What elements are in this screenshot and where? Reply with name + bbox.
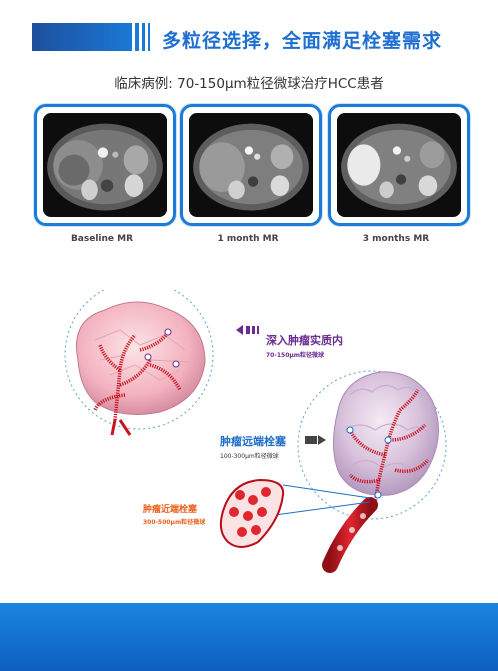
distal-embolization-size: 100-300μm粒径微球: [220, 453, 279, 460]
tumor-illustration: [64, 280, 447, 573]
header-accent-bar: [32, 23, 132, 51]
header-stripe: [135, 23, 139, 51]
caption-baseline: Baseline MR: [70, 234, 134, 244]
mr-scan-3-months: [328, 104, 470, 226]
footer-bar: [0, 603, 498, 671]
distal-embolization-label: 肿瘤远端栓塞: [220, 435, 286, 448]
proximal-embolization-size: 300-500μm粒径微球: [143, 519, 206, 526]
mr-scan-baseline: [34, 104, 176, 226]
mr-scan-1-month: [180, 104, 322, 226]
header-stripe: [148, 23, 150, 51]
caption-3-months: 3 months MR: [362, 234, 430, 244]
case-subtitle: 临床病例: 70-150μm粒径微球治疗HCC患者: [114, 76, 384, 92]
header-stripe: [142, 23, 145, 51]
deep-tumor-label: 深入肿瘤实质内: [266, 334, 343, 347]
mr-image-baseline: [43, 113, 167, 217]
mr-image-3-months: [337, 113, 461, 217]
mr-image-1-month: [189, 113, 313, 217]
embolization-diagram: 深入肿瘤实质内 70-150μm粒径微球 肿瘤远端栓塞 100-300μm粒径微…: [0, 280, 498, 590]
page-title: 多粒径选择，全面满足栓塞需求: [162, 30, 443, 52]
caption-1-month: 1 month MR: [217, 234, 279, 244]
proximal-embolization-label: 肿瘤近端栓塞: [143, 505, 198, 515]
deep-tumor-size: 70-150μm粒径微球: [266, 352, 325, 359]
